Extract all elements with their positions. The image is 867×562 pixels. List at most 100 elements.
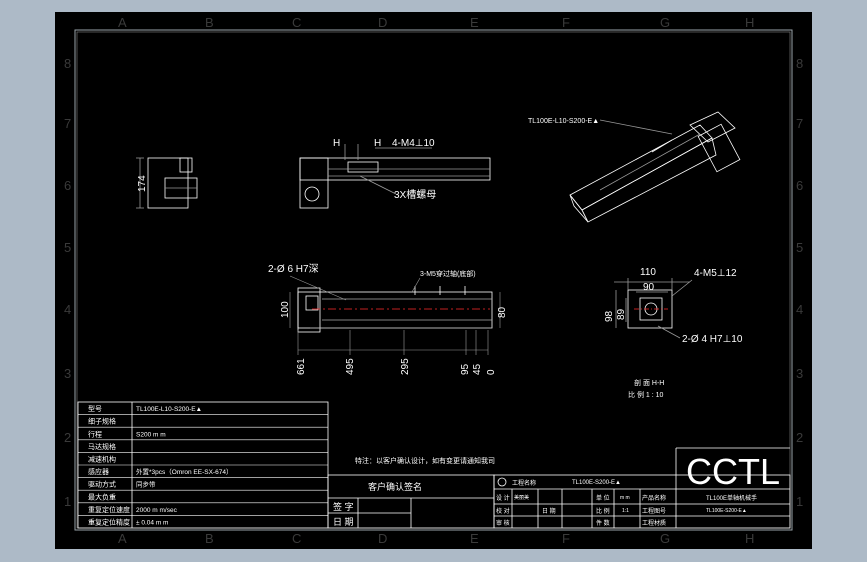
callout-tap-upper: 4-M4⊥10	[392, 138, 435, 149]
dim-left-100: 100	[280, 301, 291, 318]
tb-drawing-no-label: 工程名称	[512, 479, 536, 487]
tb-approver: 审 核	[496, 519, 510, 527]
callout-slot-upper: 3X槽螺母	[394, 188, 436, 201]
spec-row-label: 感应器	[88, 467, 109, 476]
zone-row-6: 6	[64, 178, 71, 193]
dim-right-80: 80	[497, 306, 508, 318]
zone-col-bottom-E: E	[470, 531, 479, 546]
projection-symbol	[497, 477, 507, 487]
zone-row-right-2: 2	[796, 430, 803, 445]
callout-pin-main: 2-Ø 6 H7深	[268, 263, 319, 275]
zone-col-bottom-C: C	[292, 531, 301, 546]
zone-col-bottom-F: F	[562, 531, 570, 546]
spec-row-label: 型号	[88, 404, 102, 413]
spec-row-value: ± 0.04 m m	[136, 520, 168, 527]
dim-bottom-0: 0	[486, 369, 497, 375]
zone-row-right-4: 4	[796, 302, 803, 317]
tb-product-label: 产品名称	[642, 494, 666, 502]
zone-row-right-1: 1	[796, 494, 803, 509]
drawing-border-outer	[74, 29, 793, 531]
spec-row-label: 驱动方式	[88, 480, 116, 489]
isometric-view	[569, 111, 741, 223]
zone-row-1: 1	[64, 494, 71, 509]
callout-slot-main: 3-M5穿过轴(底部)	[420, 269, 476, 278]
tb-drawing-no: TL100E-S200-E▲	[572, 480, 621, 486]
section-scale: 比 例 1 : 10	[628, 390, 664, 399]
zone-rows-right: 8 7 6 5 4 3 2 1	[796, 56, 803, 509]
dim-bottom-95: 95	[460, 363, 471, 375]
drawing-canvas	[55, 12, 812, 549]
tb-designer: 设 计	[496, 494, 510, 502]
side-view-small	[136, 157, 198, 209]
zone-row-3: 3	[64, 366, 71, 381]
approval-title: 客户确认签名	[368, 481, 422, 492]
dim-bottom-295: 295	[400, 358, 411, 375]
spec-row-label: 重复定位速度	[88, 505, 130, 514]
spec-row-value: 2000 m m/sec	[136, 507, 178, 514]
zone-row-4: 4	[64, 302, 71, 317]
spec-row-value: 同步带	[136, 481, 156, 489]
zone-row-5: 5	[64, 240, 71, 255]
spec-row-label: 马达规格	[88, 442, 116, 451]
dim-bottom-661: 661	[296, 358, 307, 375]
main-front-view	[297, 286, 493, 333]
section-title: 剖 面 H-H	[634, 378, 664, 387]
main-dimension-lines	[289, 275, 501, 355]
approval-date-label: 日 期	[333, 517, 354, 527]
zone-col-bottom-A: A	[118, 531, 127, 546]
zone-col-H: H	[745, 15, 754, 30]
tb-date: 日 期	[542, 507, 556, 515]
zone-col-bottom-G: G	[660, 531, 670, 546]
tb-qty-label: 件 数	[596, 519, 610, 527]
zone-row-2: 2	[64, 430, 71, 445]
zone-row-7: 7	[64, 116, 71, 131]
approval-sign-label: 签 字	[333, 501, 354, 512]
zone-col-D: D	[378, 15, 387, 30]
title-block	[493, 447, 791, 529]
approval-block	[327, 474, 495, 529]
tb-scale-label: 比 例	[596, 507, 610, 515]
iso-model-label: TL100E-L10-S200-E▲	[528, 118, 599, 125]
zone-col-F: F	[562, 15, 570, 30]
tb-drawing-label: 工程图号	[642, 507, 666, 515]
zone-col-B: B	[205, 15, 214, 30]
note-text: 特注：以客户确认设计，如有变更请通知我司	[355, 456, 495, 465]
dim-bottom-495: 495	[345, 358, 356, 375]
dim-90: 90	[643, 282, 655, 293]
spec-row-value: TL100E-L10-S200-E▲	[136, 406, 202, 413]
zone-row-right-3: 3	[796, 366, 803, 381]
dim-bottom-45: 45	[472, 363, 483, 375]
tb-unit-label: 单 位	[596, 494, 610, 502]
spec-row-label: 行程	[88, 429, 102, 438]
h-label-right: H	[374, 138, 381, 149]
company-logo: CCTL	[686, 451, 780, 492]
spec-row-label: 减速机构	[88, 455, 116, 464]
zone-col-bottom-D: D	[378, 531, 387, 546]
spec-row-value: S200 m m	[136, 431, 166, 438]
zone-row-right-5: 5	[796, 240, 803, 255]
front-view-upper	[299, 144, 491, 209]
tb-unit-value: m m	[620, 495, 630, 501]
tb-product-name: TL100E单轴机械手	[706, 494, 757, 502]
spec-row-label: 重复定位精度	[88, 518, 130, 527]
callout-tap-section: 4-M5⊥12	[694, 268, 737, 279]
dim-110: 110	[640, 267, 656, 278]
zone-row-right-6: 6	[796, 178, 803, 193]
zone-col-E: E	[470, 15, 479, 30]
zone-row-right-8: 8	[796, 56, 803, 71]
zone-col-G: G	[660, 15, 670, 30]
zone-row-right-7: 7	[796, 116, 803, 131]
spec-row-label: 最大负重	[88, 492, 116, 501]
spec-row-label: 细子规格	[88, 417, 116, 426]
dim-98: 98	[604, 310, 615, 322]
spec-row-value: 外置*3pcs（Omron EE-SX-674）	[136, 467, 232, 476]
zone-col-A: A	[118, 15, 127, 30]
h-label-left: H	[333, 138, 340, 149]
callout-pin-section: 2-Ø 4 H7⊥10	[682, 334, 743, 345]
